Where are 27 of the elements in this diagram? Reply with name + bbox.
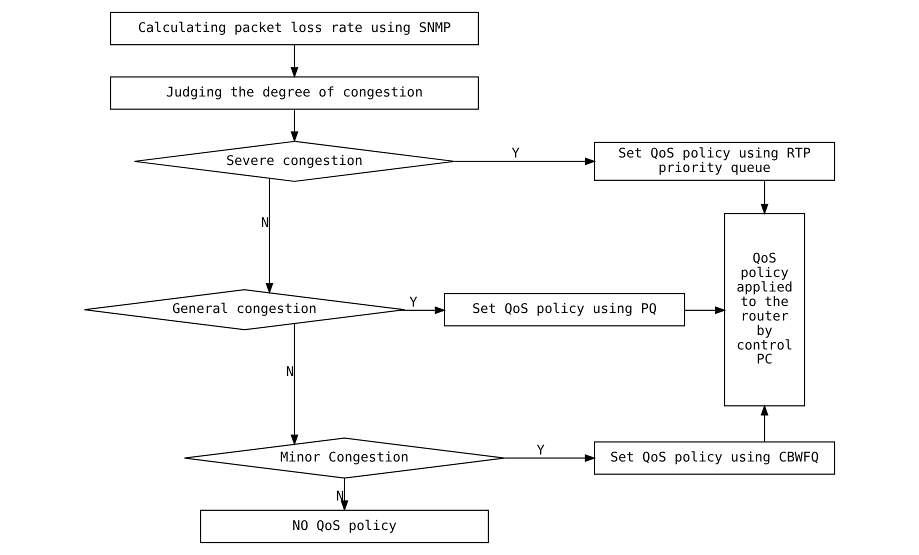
- edge-label: N: [336, 489, 344, 504]
- node-box: Set QoS policy using CBWFQ: [594, 441, 836, 475]
- node-box: Judging the degree of congestion: [110, 76, 479, 110]
- arrow: [760, 180, 768, 216]
- node-diamond: Severe congestion: [134, 140, 456, 182]
- arrow: [290, 324, 298, 446]
- edge-label: Y: [536, 443, 545, 458]
- edge-label: N: [261, 216, 270, 232]
- node-diamond: Minor Congestion: [184, 438, 506, 479]
- node-box: Set QoS policy using PQ: [444, 293, 686, 326]
- arrow: [400, 306, 446, 314]
- arrow: [290, 44, 298, 78]
- node-box: Calculating packet loss rate using SNMP: [110, 12, 479, 46]
- node-box: QoS policy applied to the router by control PC: [724, 213, 806, 406]
- arrow: [266, 178, 274, 294]
- arrow: [454, 157, 596, 166]
- arrow: [340, 478, 348, 512]
- edge-label: Y: [409, 296, 418, 311]
- arrow: [504, 454, 596, 462]
- arrow: [684, 306, 726, 314]
- edge-label: Y: [512, 146, 520, 162]
- arrow: [760, 404, 768, 442]
- edge-label: N: [286, 364, 294, 380]
- arrow: [290, 109, 298, 143]
- node-box: Set QoS policy using RTP priority queue: [594, 142, 836, 181]
- node-diamond: General congestion: [84, 289, 406, 330]
- node-box: NO QoS policy: [200, 510, 489, 544]
